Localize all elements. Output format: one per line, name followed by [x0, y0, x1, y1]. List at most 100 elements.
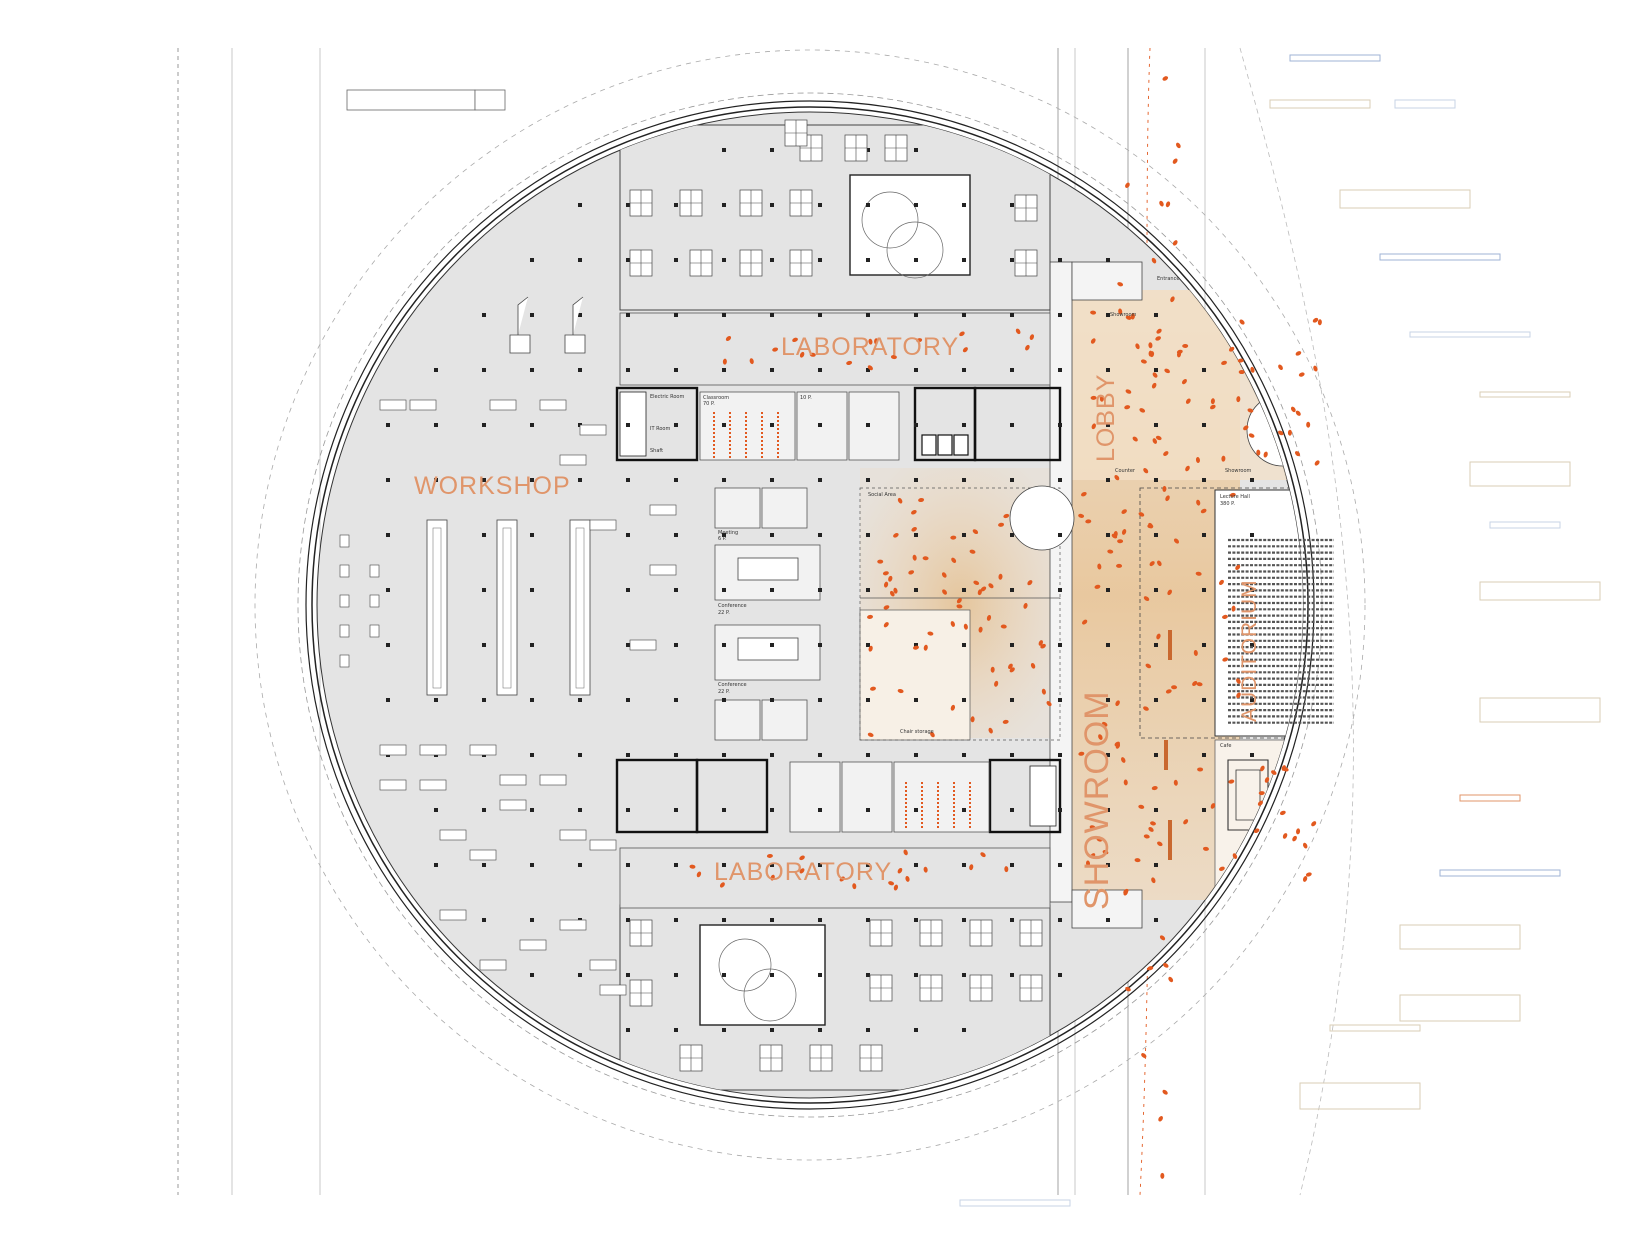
- person: [959, 331, 965, 337]
- person: [972, 529, 979, 535]
- column-dot: [1250, 753, 1254, 757]
- column-dot: [1058, 973, 1062, 977]
- person: [1250, 366, 1255, 373]
- conference-top-label: Conference: [718, 603, 747, 609]
- workshop-equipment: [339, 296, 677, 996]
- meeting-capacity-10: 10 P.: [800, 395, 812, 401]
- column-dot: [674, 753, 678, 757]
- person: [766, 853, 773, 858]
- column-dot: [674, 313, 678, 317]
- workbench: [439, 909, 467, 921]
- column-dot: [1058, 533, 1062, 537]
- column-dot: [386, 533, 390, 537]
- person: [1097, 563, 1102, 570]
- person: [1185, 398, 1191, 404]
- person: [883, 622, 889, 628]
- column-dot: [1010, 808, 1014, 812]
- column-dot: [674, 588, 678, 592]
- column-dot: [1010, 423, 1014, 427]
- column-dot: [1202, 698, 1206, 702]
- person: [1229, 492, 1236, 498]
- person: [897, 867, 903, 874]
- person: [1009, 667, 1015, 673]
- person: [770, 874, 775, 881]
- column-dot: [1154, 698, 1158, 702]
- person: [884, 581, 889, 588]
- column-dot: [722, 588, 726, 592]
- person: [1117, 539, 1124, 544]
- workbench: [649, 564, 677, 576]
- person: [893, 532, 899, 538]
- person: [1165, 689, 1172, 694]
- person: [1125, 389, 1132, 394]
- person: [986, 614, 992, 621]
- classroom-label: Classroom: [703, 395, 729, 401]
- laboratory-top-label: LABORATORY: [781, 333, 959, 361]
- column-dot: [530, 808, 534, 812]
- column-dot: [674, 478, 678, 482]
- column-dot: [674, 808, 678, 812]
- person: [1210, 404, 1216, 410]
- column-dot: [434, 698, 438, 702]
- person: [1151, 877, 1156, 884]
- column-dot: [1106, 753, 1110, 757]
- person: [809, 352, 816, 357]
- column-dot: [1202, 368, 1206, 372]
- column-dot: [578, 258, 582, 262]
- robot-arm: [564, 296, 586, 354]
- column-dot: [914, 1028, 918, 1032]
- person: [1313, 365, 1318, 372]
- person: [1173, 538, 1180, 544]
- person: [1004, 866, 1009, 873]
- person: [998, 573, 1003, 580]
- person: [1121, 757, 1126, 763]
- rooms-top-row: [699, 391, 900, 461]
- person: [1292, 835, 1297, 842]
- column-dot: [962, 973, 966, 977]
- column-dot: [578, 313, 582, 317]
- person: [1085, 519, 1092, 524]
- column-dot: [1058, 478, 1062, 482]
- person: [799, 868, 805, 874]
- column-dot: [962, 918, 966, 922]
- column-dot: [1106, 808, 1110, 812]
- person: [1157, 841, 1163, 847]
- person: [1078, 751, 1085, 756]
- column-dot: [578, 973, 582, 977]
- column-dot: [1202, 753, 1206, 757]
- column-dot: [1010, 753, 1014, 757]
- column-dot: [1106, 533, 1110, 537]
- column-dot: [866, 698, 870, 702]
- column-dot: [1106, 423, 1110, 427]
- column-dot: [770, 478, 774, 482]
- person: [1138, 804, 1145, 809]
- column-dot: [1010, 973, 1014, 977]
- column-dot: [1250, 643, 1254, 647]
- person: [980, 586, 987, 592]
- column-dot: [818, 588, 822, 592]
- workbench: [539, 774, 567, 786]
- counter-label: Counter: [1115, 468, 1136, 474]
- column-dot: [1010, 478, 1014, 482]
- person: [927, 631, 934, 636]
- people-figures: [689, 76, 1322, 1179]
- person: [1151, 382, 1157, 389]
- workbench: [649, 504, 677, 516]
- landscape-strips: [959, 54, 1601, 1207]
- workbench: [589, 959, 617, 971]
- person: [867, 614, 874, 619]
- person: [1222, 657, 1229, 662]
- person: [1101, 721, 1108, 727]
- person: [1038, 640, 1044, 646]
- column-dot: [770, 698, 774, 702]
- zone-labels: LABORATORY LABORATORY WORKSHOP LOBBY SHO…: [414, 333, 1261, 910]
- person: [1152, 438, 1158, 444]
- column-dot: [1154, 423, 1158, 427]
- column-dot: [1106, 918, 1110, 922]
- person: [719, 882, 725, 888]
- column-dot: [482, 918, 486, 922]
- person: [1279, 810, 1286, 816]
- workbench: [629, 639, 657, 651]
- column-dot: [626, 203, 630, 207]
- meeting-label: Meeting: [718, 530, 738, 536]
